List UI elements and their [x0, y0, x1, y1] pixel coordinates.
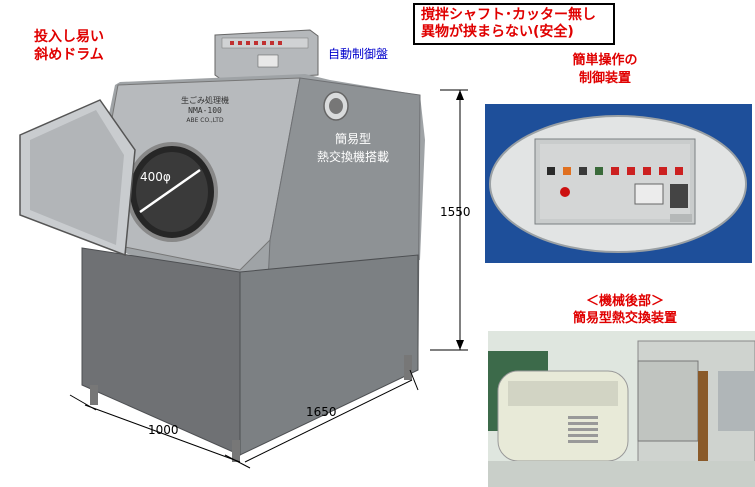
- heat-exchanger-line2: 熱交換機搭載: [316, 150, 389, 164]
- drum-diameter-arrow: [139, 168, 201, 214]
- simple-control-line2: 制御装置: [578, 71, 631, 86]
- rear-title: ＜機械後部＞: [585, 294, 664, 309]
- nameplate-name: 生ごみ処理機: [181, 96, 229, 105]
- safety-note-box: 撹拌シャフト･カッター無し 異物が挟まらない(安全): [413, 3, 615, 45]
- rear-machine-photo: [488, 331, 755, 487]
- machine-illustration: [19, 29, 468, 469]
- simple-control-label: 簡単操作の 制御装置: [545, 52, 665, 88]
- simple-control-line1: 簡単操作の: [572, 53, 638, 68]
- safety-note-line1: 撹拌シャフト･カッター無し: [421, 7, 596, 23]
- auto-panel-label: 自動制御盤: [328, 47, 389, 61]
- nameplate-maker: ABE CO.,LTD: [186, 117, 224, 124]
- drum-diameter-label: 400φ: [140, 170, 171, 184]
- nameplate-model: NMA-100: [188, 106, 222, 115]
- control-panel-illustration: [489, 115, 747, 253]
- height-dimension-label: 1550: [440, 205, 471, 219]
- depth-dimension-label: 1650: [306, 405, 337, 419]
- heat-exchanger-line1: 簡易型: [334, 132, 371, 146]
- easy-drum-label-line2: 斜めドラム: [34, 47, 104, 63]
- machine-nameplate: 生ごみ処理機 NMA-100 ABE CO.,LTD: [170, 96, 240, 126]
- control-panel-photo: [485, 104, 752, 263]
- rear-subtitle: 簡易型熱交換装置: [572, 311, 677, 326]
- rear-label: ＜機械後部＞ 簡易型熱交換装置: [540, 293, 710, 327]
- heat-exchanger-label: 簡易型 熱交換機搭載: [308, 130, 398, 166]
- easy-drum-label: 投入し易い 斜めドラム: [24, 28, 114, 64]
- safety-note-line2: 異物が挟まらない(安全): [421, 24, 574, 40]
- control-box: [214, 29, 319, 81]
- rear-machine-illustration: [488, 331, 755, 487]
- width-dimension-label: 1000: [148, 423, 179, 437]
- easy-drum-label-line1: 投入し易い: [34, 29, 104, 45]
